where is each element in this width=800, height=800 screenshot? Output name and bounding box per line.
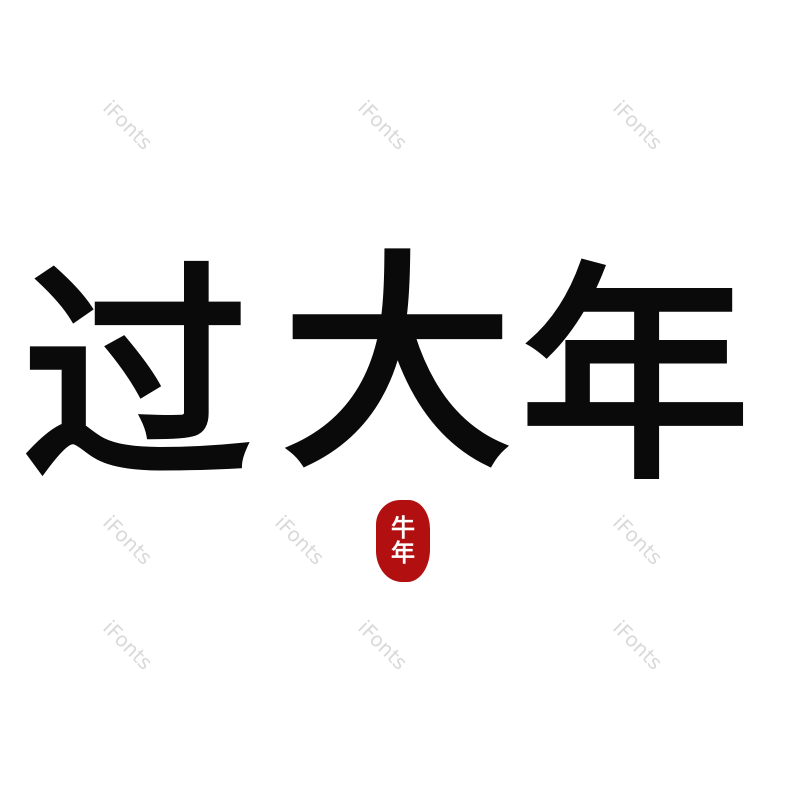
title-char-nian: 年 [520,242,751,512]
seal-char-nian: 年 [391,539,415,567]
title-char-guo: 过 [22,242,253,512]
title-char-da: 大 [282,230,513,500]
seal-char-niu: 牛 [391,513,415,542]
red-seal-stamp: 牛 年 [376,500,430,582]
